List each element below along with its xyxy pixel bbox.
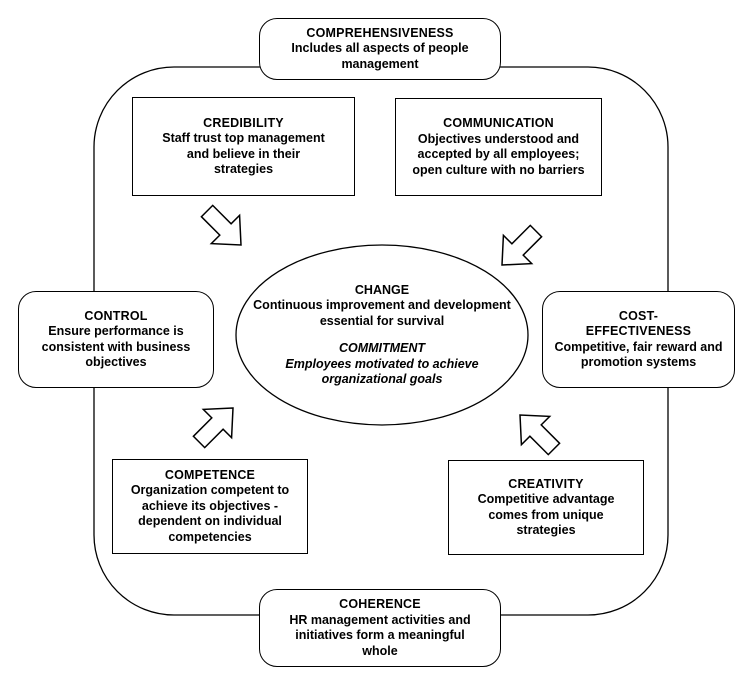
comprehensiveness-title: COMPREHENSIVENESS	[306, 25, 454, 40]
competence-desc: Organization competent to achieve its ob…	[130, 483, 290, 544]
communication-box: COMMUNICATION Objectives understood and …	[395, 98, 602, 196]
commitment-desc: Employees motivated to achieve organizat…	[285, 356, 479, 387]
arrow-bottom-left-icon	[192, 407, 234, 449]
cost-effectiveness-title: COST-EFFECTIVENESS	[585, 308, 692, 339]
competence-box: COMPETENCE Organization competent to ach…	[112, 459, 308, 554]
control-box: CONTROL Ensure performance is consistent…	[18, 291, 214, 388]
cost-effectiveness-box: COST-EFFECTIVENESS Competitive, fair rew…	[542, 291, 735, 388]
competence-title: COMPETENCE	[164, 467, 256, 482]
cost-effectiveness-desc: Competitive, fair reward and promotion s…	[554, 339, 723, 370]
comprehensiveness-desc: Includes all aspects of people managemen…	[291, 41, 469, 71]
arrow-bottom-right-icon	[519, 414, 561, 456]
center-ellipse	[235, 244, 529, 426]
coherence-title: COHERENCE	[339, 597, 421, 611]
coherence-box: COHERENCE HR management activities and i…	[259, 589, 501, 667]
communication-title: COMMUNICATION	[443, 116, 554, 130]
credibility-title: CREDIBILITY	[203, 115, 284, 130]
control-title: CONTROL	[84, 308, 148, 323]
coherence-desc: HR management activities and initiatives…	[289, 612, 471, 658]
arrow-top-left-icon	[200, 204, 242, 246]
change-desc: Continuous improvement and development e…	[253, 298, 511, 328]
comprehensiveness-box: COMPREHENSIVENESS Includes all aspects o…	[259, 18, 501, 80]
change-title: CHANGE	[354, 282, 410, 297]
credibility-desc: Staff trust top management and believe i…	[162, 131, 325, 176]
creativity-desc: Competitive advantage comes from unique …	[477, 492, 615, 537]
arrow-top-right-icon	[501, 224, 543, 266]
credibility-box: CREDIBILITY Staff trust top management a…	[132, 97, 355, 196]
control-desc: Ensure performance is consistent with bu…	[41, 324, 191, 369]
center-text: CHANGE Continuous improvement and develo…	[236, 245, 528, 425]
commitment-title: COMMITMENT	[338, 341, 426, 355]
communication-desc: Objectives understood and accepted by al…	[412, 131, 585, 177]
creativity-box: CREATIVITY Competitive advantage comes f…	[448, 460, 644, 555]
creativity-title: CREATIVITY	[508, 476, 584, 491]
